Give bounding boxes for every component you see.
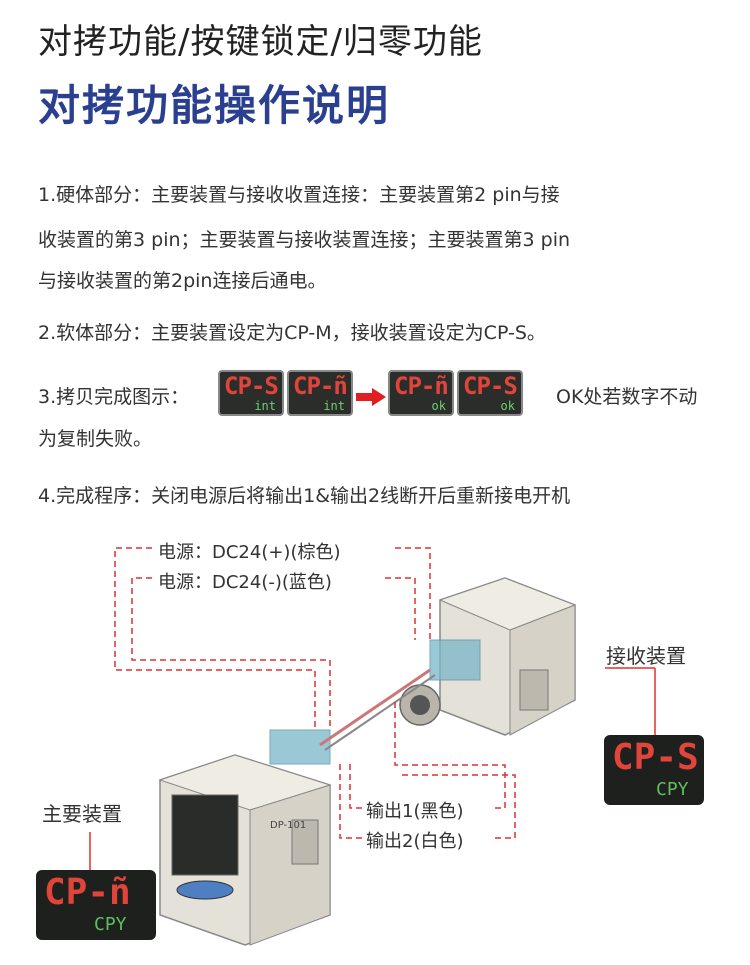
label-output-2: 输出2(白色) <box>366 831 464 852</box>
label-power-positive: 电源：DC24(+)(棕色) <box>158 542 341 563</box>
lcd-main-text: CP-S <box>463 372 518 400</box>
lcd-sub-text: int <box>254 399 276 413</box>
lcd-display-2: CP-ñ int <box>287 370 353 416</box>
section-title: 对拷功能操作说明 <box>38 81 391 130</box>
receiver-device <box>399 577 577 736</box>
step-3-prefix: 3.拷贝完成图示： <box>38 386 190 408</box>
step-1-line-3: 与接收装置的第2pin连接后通电。 <box>38 270 327 292</box>
lcd-main-text: CP-ñ <box>394 372 449 400</box>
lcd-display-3: CP-ñ ok <box>388 370 454 416</box>
step-2: 2.软体部分：主要装置设定为CP-M，接收装置设定为CP-S。 <box>38 322 546 344</box>
main-display: CP-ñ CPY <box>36 870 156 940</box>
lcd-sub-text: CPY <box>656 779 689 800</box>
lcd-main-text: CP-ñ <box>293 372 348 400</box>
step-1-line-2: 收装置的第3 pin；主要装置与接收装置连接；主要装置第3 pin <box>38 229 571 251</box>
label-output-1: 输出1(黑色) <box>366 801 464 822</box>
lcd-sub-text: CPY <box>94 914 127 935</box>
label-main-device: 主要装置 <box>42 802 122 826</box>
header-title: 对拷功能/按键锁定/归零功能 <box>38 22 483 62</box>
lcd-display-4: CP-S ok <box>457 370 523 416</box>
step-3-suffix: OK处若数字不动 <box>556 386 698 408</box>
receiver-display: CP-S CPY <box>604 735 704 805</box>
lcd-sub-text: int <box>323 399 345 413</box>
lcd-sub-text: ok <box>500 399 515 413</box>
label-power-negative: 电源：DC24(-)(蓝色) <box>158 572 332 593</box>
lcd-main-text: CP-S <box>224 372 279 400</box>
right-arrow-icon <box>356 388 386 406</box>
lcd-main-text: CP-S <box>612 737 699 778</box>
lcd-sub-text: ok <box>431 399 446 413</box>
lcd-display-1: CP-S int <box>218 370 284 416</box>
step-1-line-1: 1.硬体部分：主要装置与接收收置连接：主要装置第2 pin与接 <box>38 184 560 206</box>
wire-leaders <box>114 547 516 839</box>
step-4: 4.完成程序：关闭电源后将输出1&输出2线断开后重新接电开机 <box>38 485 571 507</box>
label-receiver: 接收装置 <box>606 644 686 668</box>
main-device <box>158 729 332 946</box>
device-brand-label: DP-101 <box>270 820 307 831</box>
lcd-main-text: CP-ñ <box>44 872 131 913</box>
step-3-line-2: 为复制失败。 <box>38 428 153 450</box>
